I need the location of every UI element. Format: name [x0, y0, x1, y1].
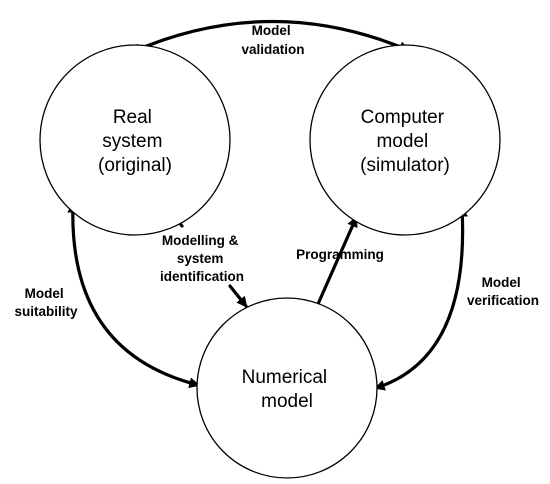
numerical-model-circle [196, 297, 378, 479]
model-validation-label: Model validation [241, 23, 304, 57]
model-suitability-arrow [67, 201, 201, 389]
numerical-model-label: Numerical model [242, 367, 333, 412]
modelling-label: Modelling & system identification [160, 233, 244, 284]
model-verification-label: Model verification [467, 275, 539, 308]
real-system-label: Real system (original) [98, 107, 172, 176]
programming-label: Programming [296, 247, 384, 262]
model-suitability-label: Model suitability [14, 286, 78, 319]
computer-model-label: Computer model (simulator) [360, 107, 450, 176]
model-verification-arrow [373, 205, 468, 391]
model-validation-arrow [130, 19, 411, 54]
computer-model-circle [309, 44, 501, 236]
modelling-arrow-head [228, 284, 248, 308]
real-system-circle [39, 44, 231, 236]
programming-arrow [316, 216, 358, 306]
